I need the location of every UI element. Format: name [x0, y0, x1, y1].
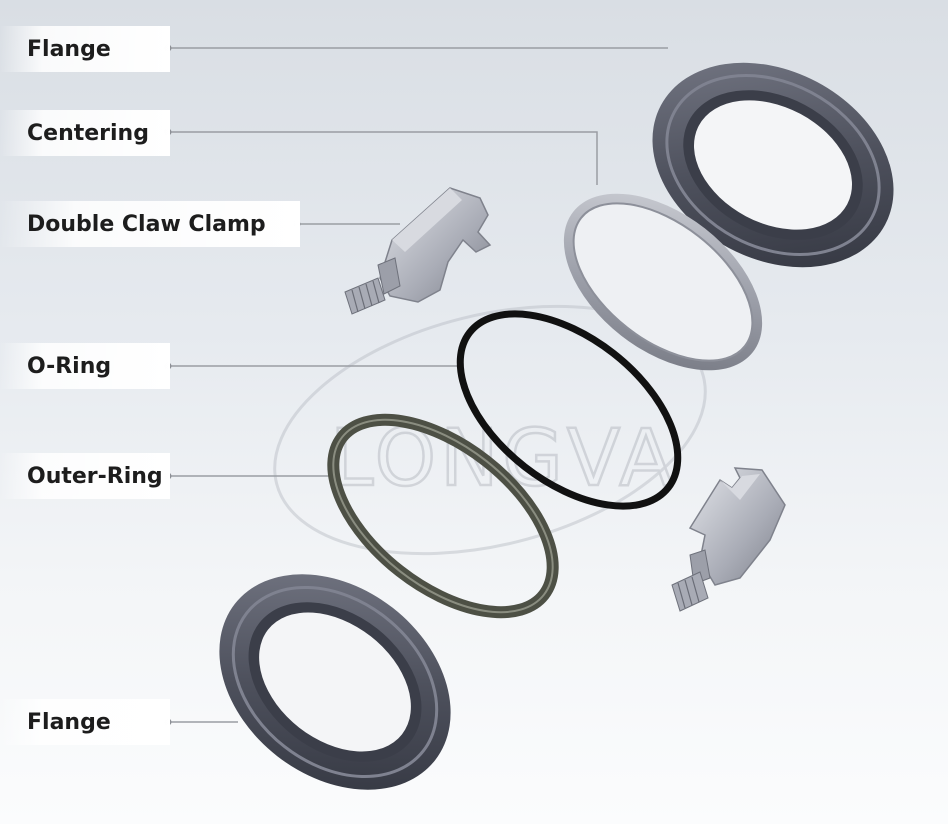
label-flange-top: Flange — [0, 26, 170, 72]
watermark: LONGVA — [273, 304, 707, 556]
double-claw-clamp-lower — [671, 467, 786, 612]
leader-centering — [168, 131, 598, 185]
label-o-ring-text: O-Ring — [27, 353, 112, 379]
flange-top — [652, 62, 894, 268]
leader-lines — [168, 47, 668, 723]
label-flange-bottom: Flange — [0, 699, 170, 745]
label-flange-top-text: Flange — [27, 36, 111, 62]
label-o-ring: O-Ring — [0, 343, 170, 389]
double-claw-clamp-upper — [344, 187, 492, 315]
outer-ring — [327, 413, 559, 619]
centering-ring — [563, 193, 763, 371]
label-outer-ring: Outer-Ring — [0, 453, 170, 499]
label-outer-ring-text: Outer-Ring — [27, 463, 163, 489]
label-double-claw-clamp: Double Claw Clamp — [0, 201, 300, 247]
label-centering: Centering — [0, 110, 170, 156]
label-centering-text: Centering — [27, 120, 149, 146]
watermark-text: LONGVA — [330, 414, 677, 504]
o-ring — [456, 310, 682, 510]
label-flange-bottom-text: Flange — [27, 709, 111, 735]
label-double-claw-clamp-text: Double Claw Clamp — [27, 211, 266, 237]
flange-bottom — [219, 574, 451, 790]
